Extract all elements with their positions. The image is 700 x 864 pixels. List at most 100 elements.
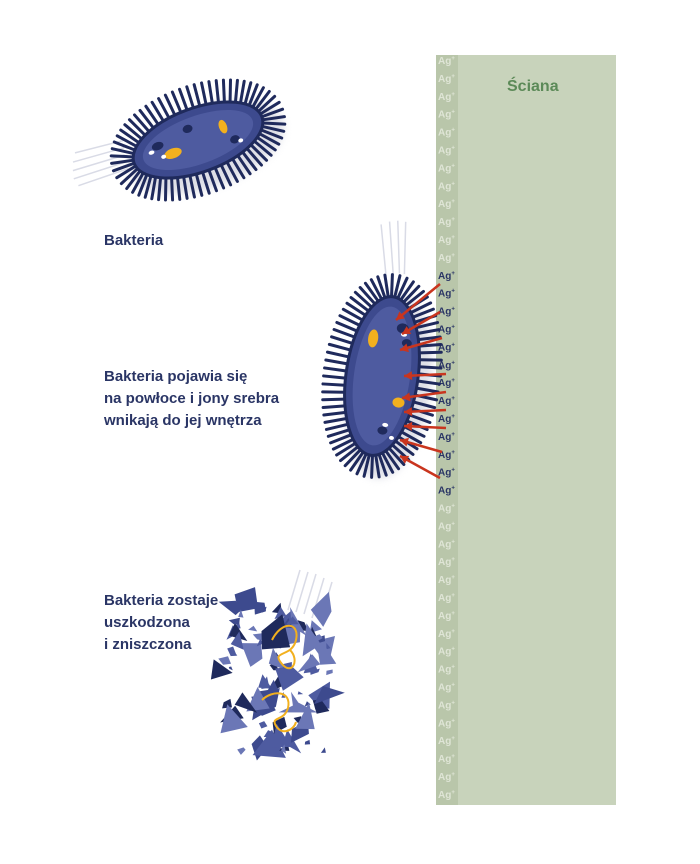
cilium bbox=[400, 430, 423, 445]
silver-ion-label: Ag+ bbox=[438, 432, 455, 443]
fragment bbox=[274, 606, 287, 619]
silver-ion-label: Ag+ bbox=[438, 235, 455, 246]
caption-line: Bakteria pojawia się bbox=[104, 368, 248, 385]
cilium bbox=[415, 328, 441, 335]
silver-ion-label: Ag+ bbox=[438, 217, 455, 228]
cilium bbox=[238, 79, 246, 105]
cilium bbox=[260, 124, 286, 133]
silver-ion-label: Ag+ bbox=[438, 325, 455, 336]
cilium bbox=[176, 175, 182, 201]
cilium bbox=[393, 274, 402, 299]
fragment bbox=[261, 676, 270, 689]
silver-ion-label: Ag+ bbox=[438, 790, 455, 801]
cilium bbox=[321, 382, 347, 387]
cilium bbox=[321, 390, 347, 394]
fragment bbox=[276, 749, 279, 756]
silver-ion-label: Ag+ bbox=[438, 378, 455, 389]
cilium bbox=[376, 275, 387, 300]
fragment bbox=[275, 666, 304, 691]
wall-label: Ściana bbox=[507, 78, 559, 95]
cilium bbox=[402, 284, 421, 304]
granule bbox=[382, 422, 389, 427]
cilium bbox=[330, 335, 355, 345]
fragment bbox=[258, 721, 268, 729]
cilium bbox=[332, 328, 357, 339]
silver-ions: Ag+ Ag+ Ag+ Ag+ Ag+ Ag+ Ag+ Ag+ Ag+ Ag+ Ag+ Ag+ Ag+ A… bbox=[438, 56, 455, 801]
organelle bbox=[218, 119, 228, 134]
silver-ion-label: Ag+ bbox=[438, 450, 455, 461]
vacuole bbox=[182, 124, 193, 134]
fragment bbox=[261, 614, 291, 650]
silver-ion-label: Ag+ bbox=[438, 683, 455, 694]
fragment bbox=[285, 616, 299, 625]
organelle bbox=[392, 397, 405, 408]
cilium bbox=[133, 113, 151, 134]
cilium bbox=[341, 307, 364, 322]
cilium bbox=[259, 100, 281, 116]
cilium bbox=[399, 280, 415, 302]
granule bbox=[238, 138, 244, 143]
fragment bbox=[234, 587, 258, 612]
caption-line: wnikają do jej wnętrza bbox=[104, 412, 262, 429]
ion-arrow bbox=[401, 390, 447, 402]
ion-arrow bbox=[399, 437, 443, 454]
cilium bbox=[131, 171, 145, 194]
ion-arrow bbox=[399, 454, 441, 480]
cilium bbox=[370, 453, 374, 479]
cilium bbox=[201, 170, 211, 195]
cilium bbox=[327, 342, 353, 352]
cilium bbox=[251, 86, 265, 109]
cilium bbox=[221, 78, 226, 104]
silver-ion-label: Ag+ bbox=[438, 629, 455, 640]
silver-ion-label: Ag+ bbox=[438, 271, 455, 282]
silver-ion-label: Ag+ bbox=[438, 665, 455, 676]
cilium bbox=[200, 81, 208, 106]
ion-arrow bbox=[399, 336, 443, 353]
cilium bbox=[178, 87, 189, 112]
cilium bbox=[150, 100, 165, 123]
fragment bbox=[326, 643, 331, 650]
dna-strand bbox=[261, 692, 297, 733]
fragment bbox=[270, 723, 292, 748]
fragment bbox=[320, 747, 326, 753]
cilium bbox=[358, 286, 377, 306]
fragment bbox=[256, 639, 265, 647]
cilia bbox=[321, 273, 443, 479]
ion-arrow bbox=[395, 283, 441, 321]
cilium bbox=[362, 453, 371, 478]
cilium bbox=[110, 147, 136, 156]
cilium bbox=[259, 128, 284, 140]
silver-ion-label: Ag+ bbox=[438, 593, 455, 604]
fragment bbox=[228, 617, 240, 625]
fragment bbox=[254, 601, 266, 615]
fragment bbox=[252, 633, 265, 642]
motion-lines bbox=[380, 220, 407, 276]
silver-ion-label: Ag+ bbox=[438, 557, 455, 568]
cilium bbox=[170, 90, 183, 114]
fragment bbox=[326, 669, 333, 676]
cilium bbox=[188, 174, 196, 199]
dna-strand bbox=[271, 624, 298, 670]
cilium bbox=[407, 413, 432, 424]
cilium bbox=[143, 174, 153, 199]
silver-ion-label: Ag+ bbox=[438, 146, 455, 157]
cilium bbox=[144, 104, 160, 126]
fragment bbox=[314, 686, 345, 705]
cilium bbox=[219, 163, 233, 187]
cilium bbox=[231, 157, 246, 180]
vacuole bbox=[230, 135, 240, 144]
fragment bbox=[241, 643, 263, 667]
cilium bbox=[185, 85, 195, 110]
cilium bbox=[321, 404, 347, 409]
cilium bbox=[417, 365, 443, 370]
cilium bbox=[214, 79, 220, 105]
cilium bbox=[417, 350, 443, 355]
cilium bbox=[207, 80, 214, 105]
cilium bbox=[138, 108, 155, 130]
cilium bbox=[243, 81, 253, 106]
silver-ion-label: Ag+ bbox=[438, 647, 455, 658]
wall-ion-strip bbox=[436, 55, 458, 805]
cilium bbox=[252, 139, 273, 157]
fragment bbox=[297, 654, 321, 673]
